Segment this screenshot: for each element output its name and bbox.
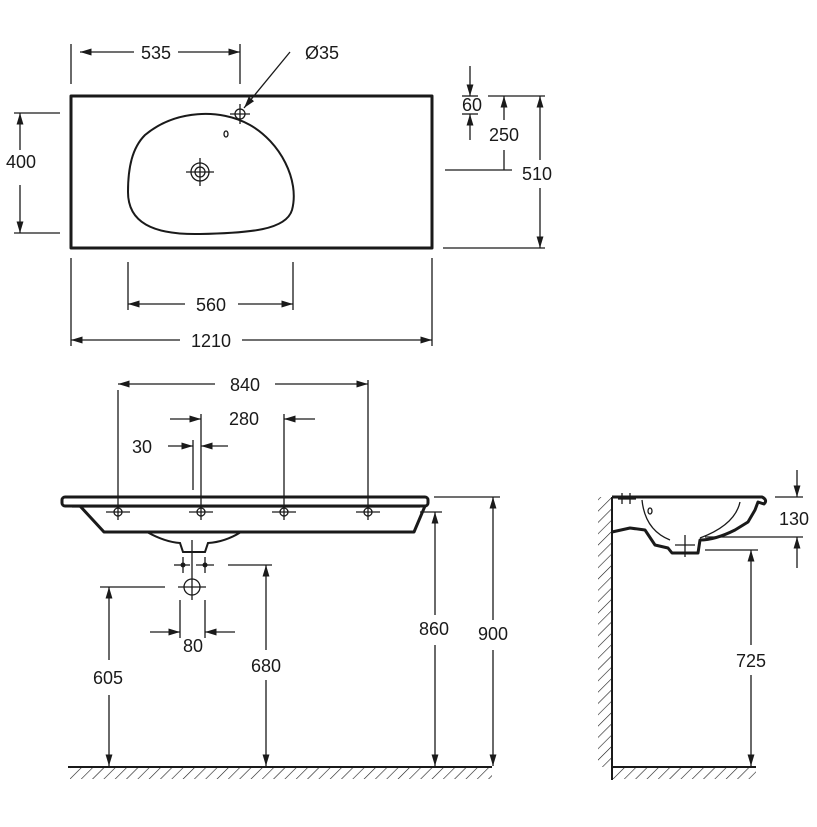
- top-view: 535 Ø35 400 60 250 510 560 1210: [6, 43, 552, 351]
- dim-depth-total: 510: [522, 164, 552, 184]
- dim-tap-offset-top: 535: [141, 43, 171, 63]
- dim-underside-height: 860: [419, 619, 449, 639]
- dim-waste-spacing: 80: [183, 636, 203, 656]
- dim-tap-offset-front: 30: [132, 437, 152, 457]
- basin-bowl-outline: [126, 112, 295, 236]
- overflow-icon: [223, 130, 229, 138]
- dim-tap-span: 840: [230, 375, 260, 395]
- floor-hatch-side: [612, 767, 756, 779]
- front-view: 840 280 30 80 605 680 860 900: [60, 375, 508, 779]
- bowl-bottom-front: [146, 531, 242, 553]
- dim-bowl-depth: 400: [6, 152, 36, 172]
- dim-bowl-width: 560: [196, 295, 226, 315]
- dim-edge-to-tap: 60: [462, 95, 482, 115]
- dim-bottom-height: 725: [736, 651, 766, 671]
- waste-outlet-icon: [174, 540, 214, 600]
- tap-hole-icon: [230, 104, 250, 124]
- side-view: 130 725: [598, 470, 809, 780]
- dim-waste-height-a: 605: [93, 668, 123, 688]
- dim-basin-height: 130: [779, 509, 809, 529]
- floor-hatch: [70, 767, 492, 779]
- basin-body-front: [78, 504, 427, 534]
- dim-waste-height-b: 680: [251, 656, 281, 676]
- countertop-outline: [69, 94, 434, 250]
- basin-profile: [611, 495, 768, 555]
- drain-icon: [186, 158, 214, 186]
- dim-top-height: 900: [478, 624, 508, 644]
- dim-edge-to-drain: 250: [489, 125, 519, 145]
- wall-hatch: [598, 497, 612, 767]
- dim-width-total: 1210: [191, 331, 231, 351]
- countertop-front: [60, 495, 430, 508]
- overflow-side-icon: [647, 507, 653, 515]
- tap-holes-front: [106, 380, 380, 520]
- dim-tap-hole: Ø35: [305, 43, 339, 63]
- dim-tap-spacing: 280: [229, 409, 259, 429]
